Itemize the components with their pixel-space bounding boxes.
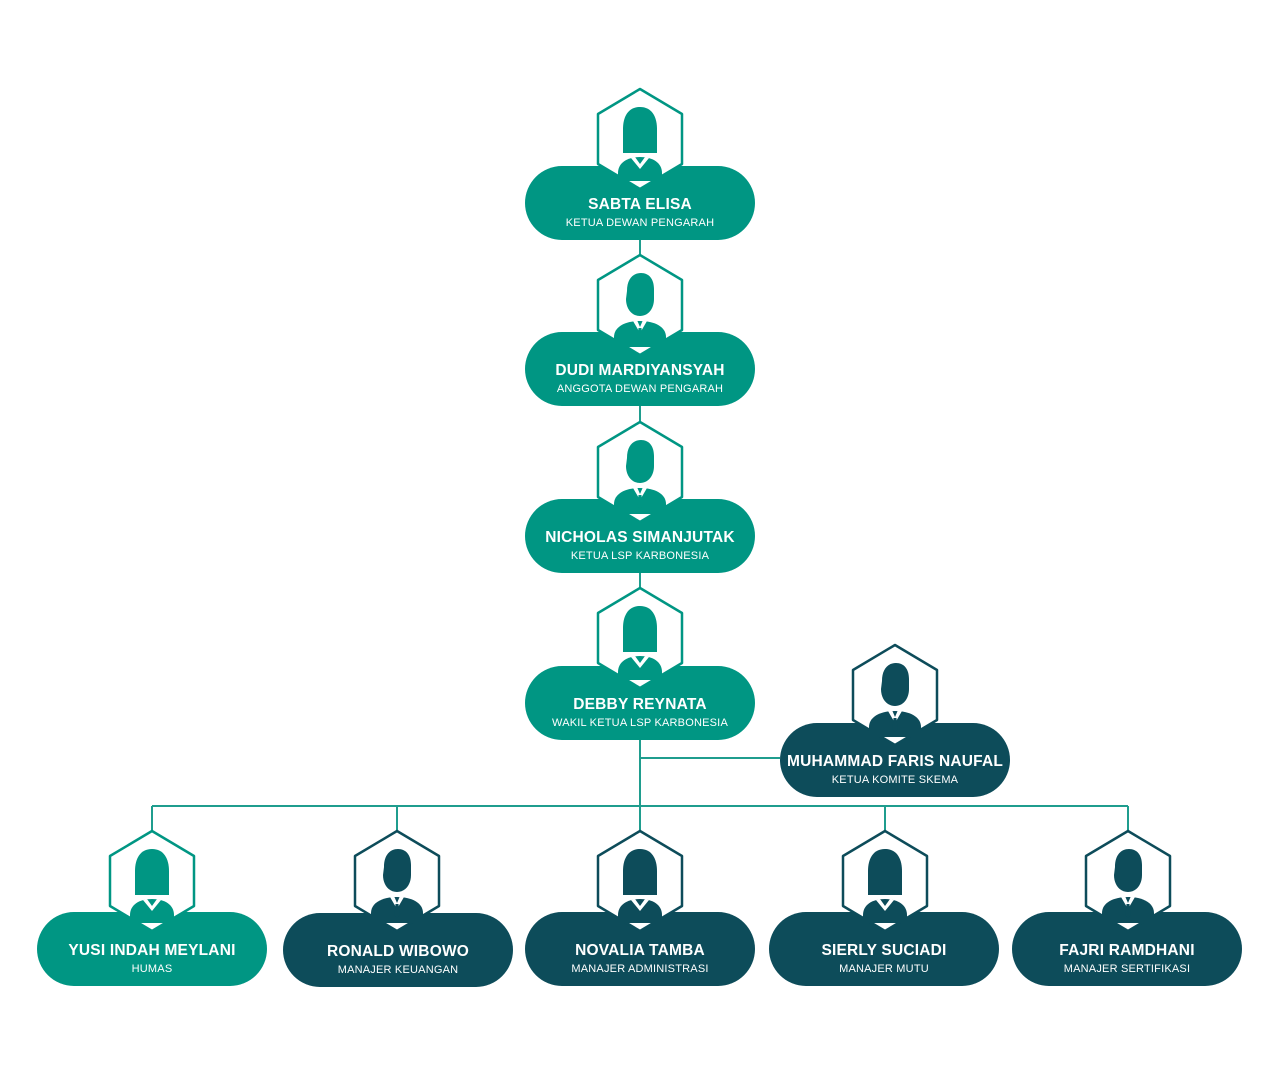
name-badge: RONALD WIBOWO MANAJER KEUANGAN (283, 913, 513, 987)
person-name: DEBBY REYNATA (573, 696, 707, 713)
person-name: YUSI INDAH MEYLANI (68, 942, 236, 959)
person-role: KETUA DEWAN PENGARAH (565, 217, 715, 229)
person-name: NOVALIA TAMBA (575, 942, 705, 959)
person-name: SABTA ELISA (588, 196, 692, 213)
person-role: MANAJER SERTIFIKASI (1063, 963, 1191, 975)
person-role: MANAJER ADMINISTRASI (571, 963, 709, 975)
male-avatar-icon (596, 420, 684, 524)
male-avatar-icon (596, 253, 684, 357)
person-role: MANAJER MUTU (839, 963, 929, 975)
person-role: WAKIL KETUA LSP KARBONESIA (552, 717, 728, 729)
person-role: MANAJER KEUANGAN (337, 964, 459, 976)
male-avatar-icon (851, 643, 939, 747)
person-name: RONALD WIBOWO (326, 943, 470, 960)
male-avatar-icon (353, 829, 441, 933)
person-role: KETUA LSP KARBONESIA (570, 550, 710, 562)
female-avatar-icon (841, 829, 929, 933)
female-avatar-icon (108, 829, 196, 933)
person-name: MUHAMMAD FARIS NAUFAL (786, 753, 1003, 770)
person-name: FAJRI RAMDHANI (1059, 942, 1195, 959)
female-avatar-icon (596, 829, 684, 933)
person-role: HUMAS (131, 963, 173, 975)
female-avatar-icon (596, 87, 684, 191)
male-avatar-icon (1084, 829, 1172, 933)
female-avatar-icon (596, 586, 684, 690)
person-name: DUDI MARDIYANSYAH (555, 362, 725, 379)
person-name: NICHOLAS SIMANJUTAK (545, 529, 735, 546)
person-role: KETUA KOMITE SKEMA (831, 774, 959, 786)
person-role: ANGGOTA DEWAN PENGARAH (556, 383, 724, 395)
person-name: SIERLY SUCIADI (821, 942, 947, 959)
